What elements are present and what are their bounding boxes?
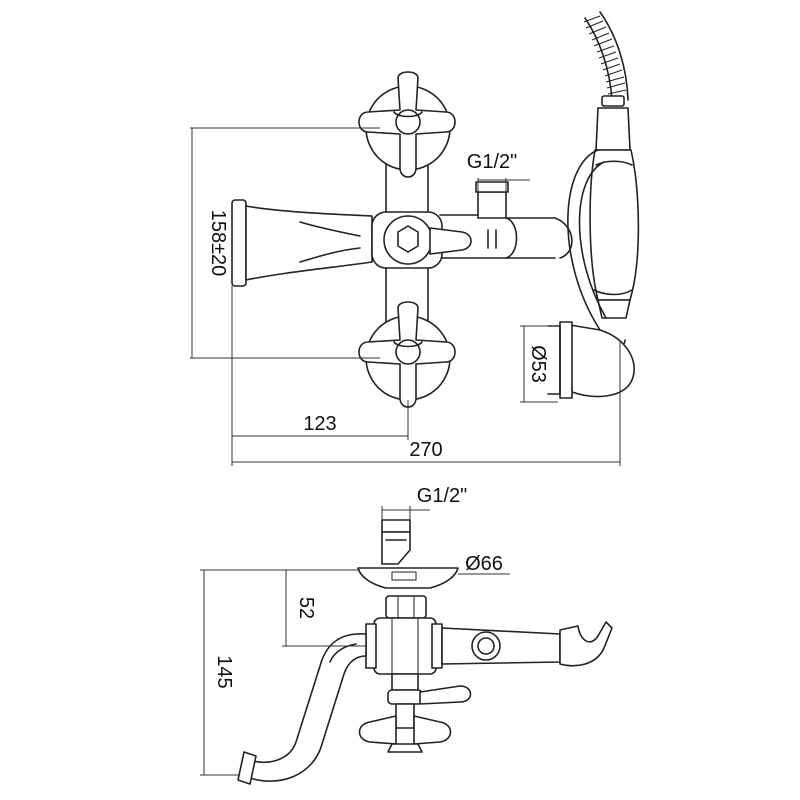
dim-width-label: 270 — [409, 439, 442, 461]
dim-offset-label: 123 — [303, 413, 336, 435]
outlet-pipe — [439, 181, 573, 259]
dim-thread-front-label: G1/2" — [467, 151, 517, 173]
hose-coils — [583, 15, 627, 95]
side-nut — [385, 595, 427, 619]
dim-height-label: 158±20 — [207, 210, 229, 277]
dim-width: 270 — [232, 340, 621, 466]
front-view: 158±20 123 270 G1/2" Ø53 — [190, 11, 640, 466]
dim-thread-side-label: G1/2" — [417, 485, 467, 507]
dim-depth: 52 — [282, 569, 366, 647]
bath-spout — [231, 199, 373, 287]
dim-offset: 123 — [231, 286, 409, 466]
shower-holder-arm — [547, 149, 635, 399]
dim-projection: 145 — [200, 569, 286, 776]
dim-projection-label: 145 — [213, 655, 235, 688]
shower-hose — [583, 11, 629, 107]
dim-holder-label: Ø53 — [527, 345, 549, 383]
hand-shower — [589, 107, 640, 319]
upper-cross-handle — [358, 71, 456, 178]
dim-holder: Ø53 — [520, 325, 558, 403]
side-flange — [357, 567, 459, 589]
dim-depth-label: 52 — [295, 597, 317, 619]
dim-thread-front: G1/2" — [467, 151, 530, 192]
side-view: G1/2" Ø66 52 145 — [200, 485, 613, 785]
side-body — [365, 617, 443, 675]
mixer-body — [371, 149, 472, 351]
dim-thread-side: G1/2" — [381, 485, 467, 520]
side-inlet — [381, 519, 411, 565]
side-shower-arm — [441, 621, 613, 667]
dim-flange-label: Ø66 — [465, 553, 503, 575]
side-spout — [237, 633, 367, 785]
dim-height: 158±20 — [190, 127, 380, 359]
lower-cross-handle — [358, 301, 456, 408]
dim-flange: Ø66 — [458, 553, 510, 575]
side-stem — [358, 673, 472, 753]
